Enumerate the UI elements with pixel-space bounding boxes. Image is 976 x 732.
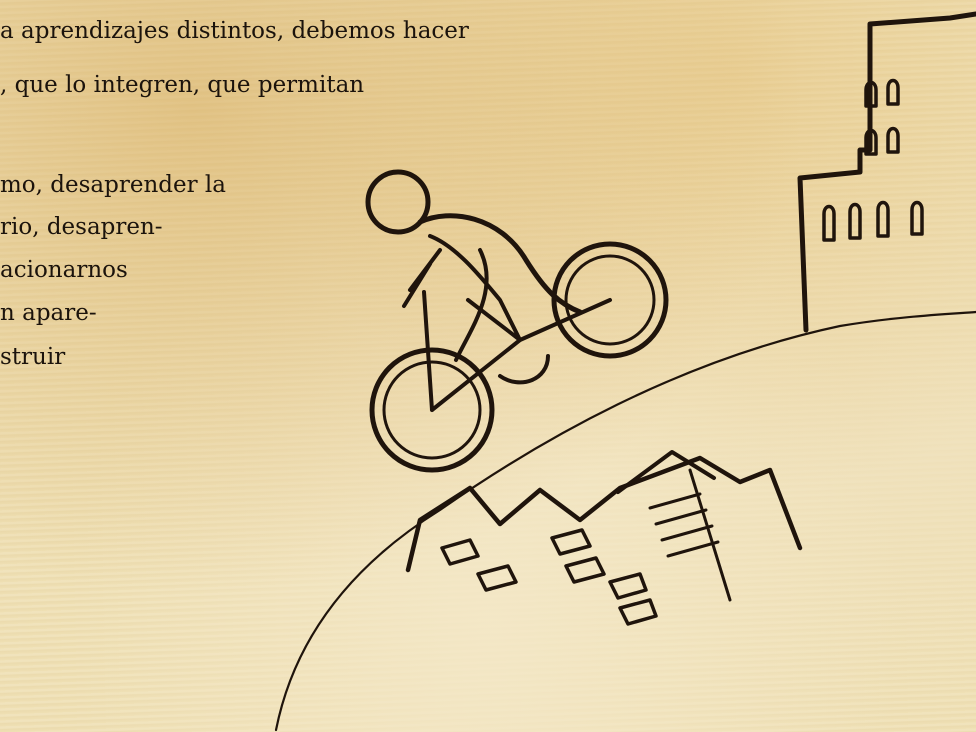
text-line-6: n apare- [0, 300, 97, 326]
text-line-5: acionarnos [0, 257, 128, 283]
right-building-icon [797, 11, 976, 333]
cyclist-icon [365, 169, 669, 473]
hill-curve [274, 310, 976, 732]
text-line-3: mo, desaprender la [0, 172, 226, 198]
text-line-7: struir [0, 344, 66, 370]
text-line-1: a aprendizajes distintos, debemos hacer [0, 18, 469, 44]
left-buildings-icon [405, 450, 803, 626]
text-line-4: rio, desapren- [0, 214, 163, 240]
text-line-2: , que lo integren, que permitan [0, 72, 365, 98]
